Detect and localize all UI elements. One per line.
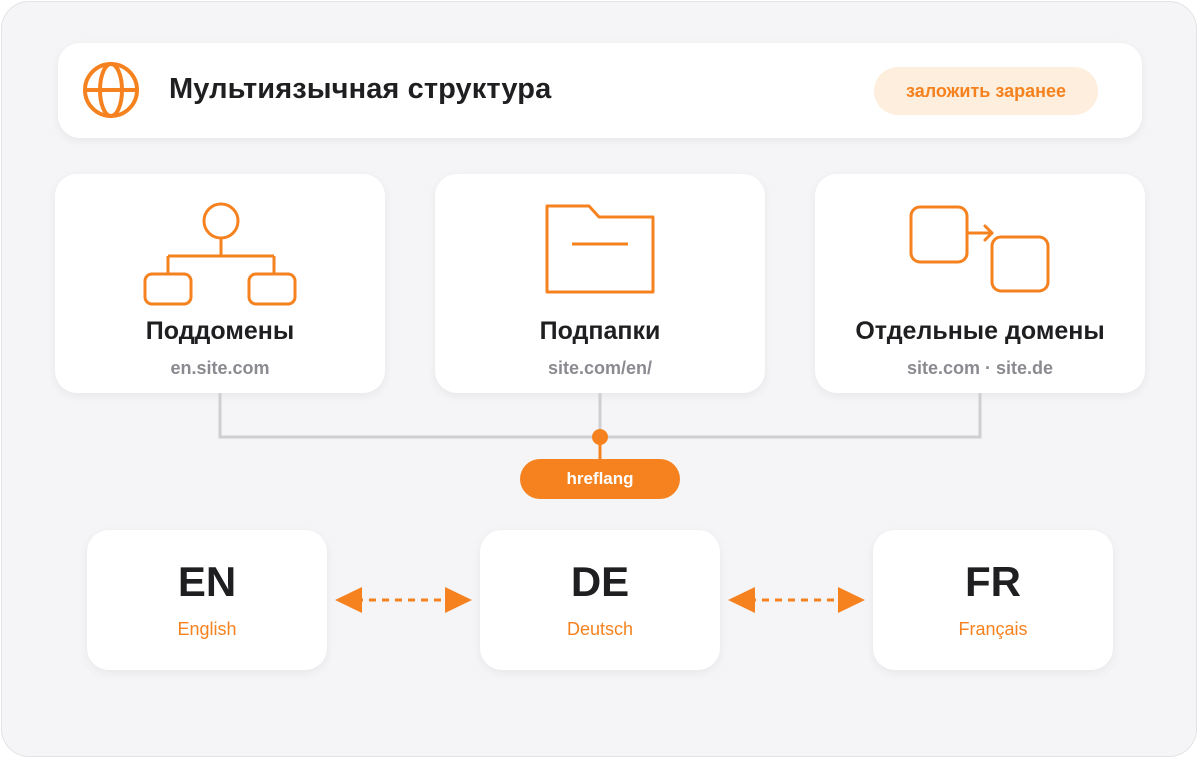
domain-transfer-icon <box>909 205 1050 293</box>
card-subfolders: Подпапки site.com/en/ <box>435 174 765 393</box>
card-url: site.com · site.de <box>906 358 1054 378</box>
card-title: Поддомены <box>145 317 295 345</box>
language-name: English <box>177 619 237 639</box>
card-separate-domains: Отдельные домены site.com · site.de <box>815 174 1145 393</box>
language-card-fr: FR Français <box>873 530 1113 670</box>
card-subdomains: Поддомены en.site.com <box>55 174 385 393</box>
card-url: en.site.com <box>170 358 270 378</box>
language-card-de: DE Deutsch <box>480 530 720 670</box>
page-title: Мультиязычная структура <box>169 73 552 105</box>
language-code: DE <box>570 558 630 605</box>
status-badge: заложить заранее <box>874 67 1098 115</box>
language-code: FR <box>965 558 1021 605</box>
language-code: EN <box>177 558 237 605</box>
header-panel: Мультиязычная структура заложить заранее <box>58 43 1142 138</box>
language-name: Deutsch <box>566 619 634 639</box>
hreflang-pill: hreflang <box>520 459 680 499</box>
card-title: Отдельные домены <box>855 317 1105 345</box>
card-url: site.com/en/ <box>547 358 653 378</box>
globe-icon <box>83 62 139 118</box>
folder-icon <box>545 204 655 294</box>
hierarchy-icon <box>143 202 297 306</box>
card-title: Подпапки <box>539 317 661 345</box>
language-name: Français <box>958 619 1028 639</box>
language-card-en: EN English <box>87 530 327 670</box>
